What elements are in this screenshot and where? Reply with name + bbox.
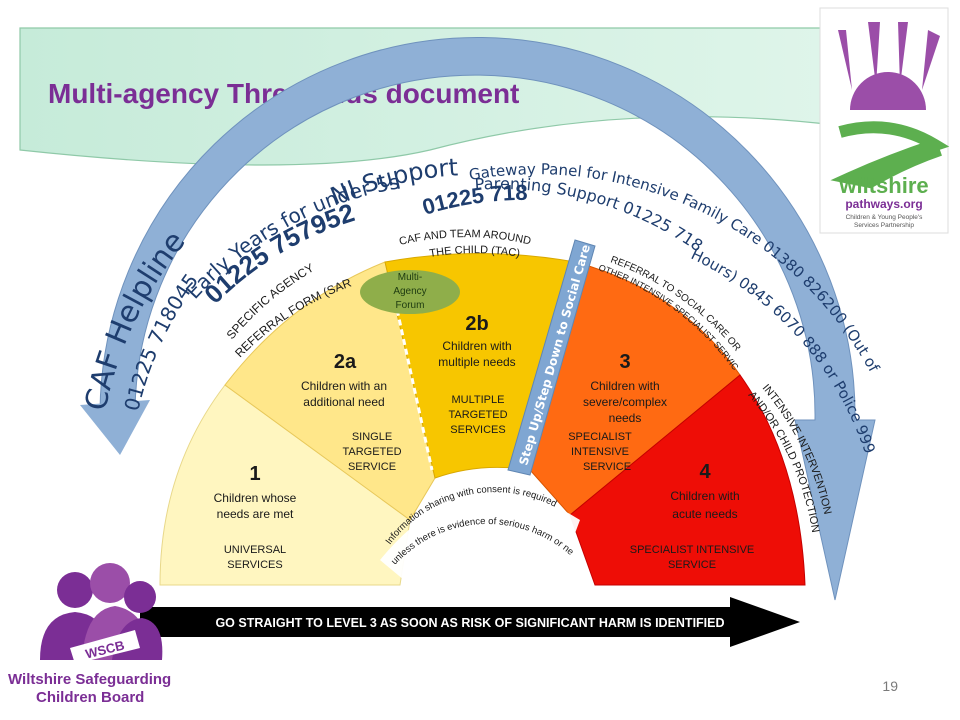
wscb-name-1: Wiltshire Safeguarding	[8, 671, 171, 688]
level-1-service-2: SERVICES	[227, 559, 282, 571]
level-2a-service-3: SERVICE	[348, 461, 396, 473]
level-4-text: 4 Children with acute needs SPECIALIST I…	[630, 461, 755, 571]
left-arrow-head	[80, 400, 150, 455]
level-2a-text: 2a Children with an additional need SING…	[301, 351, 402, 473]
pathways-wiltshire-text: wiltshire	[838, 173, 928, 198]
level-1-service-1: UNIVERSAL	[224, 544, 286, 556]
level-3-desc-1: Children with	[590, 379, 659, 393]
level-2a-desc-2: additional need	[303, 395, 384, 409]
level-2b-text: 2b Children with multiple needs MULTIPLE…	[438, 313, 515, 436]
level-2b-service-3: SERVICES	[450, 424, 505, 436]
level-2a-service-2: TARGETED	[342, 446, 401, 458]
level-1-desc-2: needs are met	[217, 507, 294, 521]
level-4-number: 4	[699, 461, 711, 483]
level-4-service-2: SERVICE	[668, 559, 716, 571]
pathways-sun-icon	[830, 22, 950, 189]
pathways-org-text: pathways.org	[845, 197, 922, 211]
forum-dashed-line	[393, 299, 434, 471]
level-1-text: 1 Children whose needs are met UNIVERSAL…	[214, 463, 297, 571]
significant-harm-label: GO STRAIGHT TO LEVEL 3 AS SOON AS RISK O…	[215, 616, 724, 630]
level-3-desc-2: severe/complex	[583, 395, 667, 409]
level-3-desc-3: needs	[609, 411, 642, 425]
level-1-number: 1	[249, 463, 260, 485]
level-3-text: 3 Children with severe/complex needs SPE…	[568, 351, 667, 473]
level-2a-service-1: SINGLE	[352, 431, 392, 443]
level-2a-number: 2a	[334, 351, 357, 373]
level-2b-desc-1: Children with	[442, 339, 511, 353]
level-4-desc-1: Children with	[670, 489, 739, 503]
wscb-logo: WSCB Wiltshire Safeguarding Children Boa…	[8, 563, 171, 706]
forum-label-3: Forum	[396, 300, 425, 311]
multi-agency-forum: Multi- Agency Forum	[360, 270, 460, 314]
level-1-desc-1: Children whose	[214, 491, 297, 505]
forum-label-2: Agency	[393, 286, 426, 297]
level-2b-service-2: TARGETED	[448, 409, 507, 421]
forum-label-1: Multi-	[398, 272, 422, 283]
level-4-desc-2: acute needs	[672, 507, 737, 521]
level-3-service-1: SPECIALIST	[568, 431, 632, 443]
significant-harm-arrow: GO STRAIGHT TO LEVEL 3 AS SOON AS RISK O…	[140, 597, 800, 647]
level-4-segment	[569, 374, 806, 586]
level-3-number: 3	[619, 351, 630, 373]
level-3-service-2: INTENSIVE	[571, 446, 629, 458]
level-3-service-3: SERVICE	[583, 461, 631, 473]
wiltshire-pathways-logo: wiltshire pathways.org Children & Young …	[819, 7, 950, 234]
header-banner	[19, 27, 836, 166]
page-number: 19	[882, 678, 898, 694]
level-1-segment	[159, 384, 411, 586]
pathways-sub-2: Services Partnership	[854, 222, 914, 229]
pathways-sub-1: Children & Young People's	[846, 214, 924, 221]
level-4-service-1: SPECIALIST INTENSIVE	[630, 544, 755, 556]
level-2a-desc-1: Children with an	[301, 379, 387, 393]
level-2b-number: 2b	[465, 313, 488, 335]
level-2b-service-1: MULTIPLE	[452, 394, 505, 406]
outer-arc-band	[99, 37, 876, 601]
the-child-label: THE CHILD (TAC)	[429, 244, 521, 260]
level-2b-desc-2: multiple needs	[438, 355, 515, 369]
wscb-name-2: Children Board	[36, 689, 144, 706]
